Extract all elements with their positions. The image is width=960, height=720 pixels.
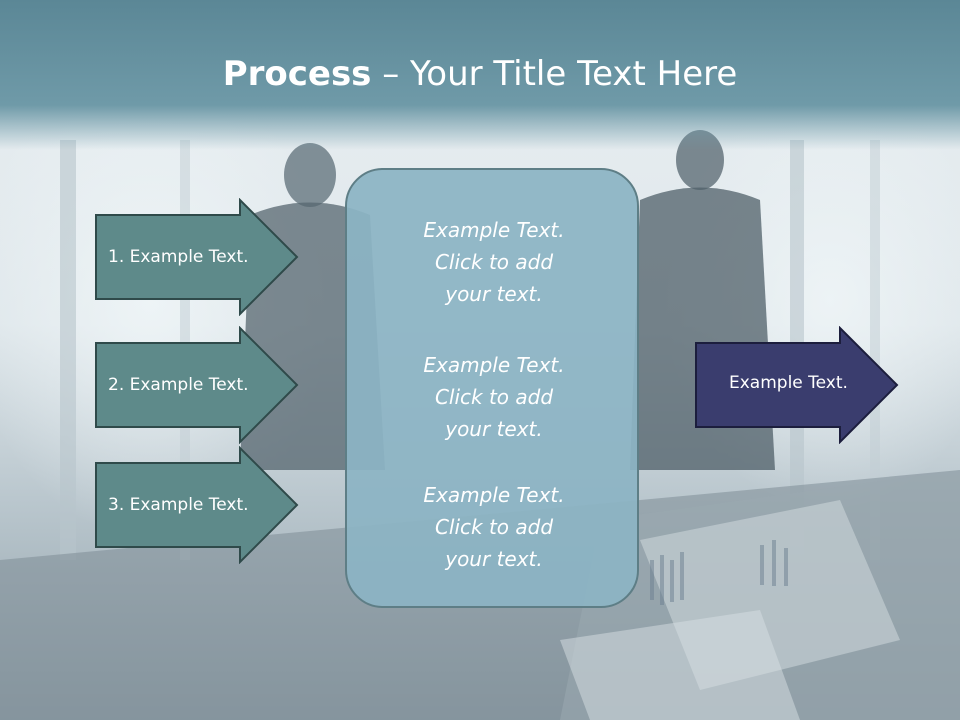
- center-paragraph-2-line-2: Click to add: [434, 385, 554, 409]
- center-text-box[interactable]: Example Text. Click to add your text. Ex…: [345, 168, 639, 608]
- center-paragraph-1: Example Text. Click to add your text.: [347, 214, 641, 310]
- center-paragraph-3: Example Text. Click to add your text.: [347, 479, 641, 575]
- slide-title[interactable]: Process – Your Title Text Here: [0, 50, 960, 98]
- process-arrow-1[interactable]: 1. Example Text.: [94, 198, 300, 316]
- result-arrow[interactable]: Example Text.: [694, 326, 900, 444]
- center-paragraph-2-line-1: Example Text.: [423, 353, 565, 377]
- center-paragraph-3-line-2: Click to add: [434, 515, 554, 539]
- process-arrow-3[interactable]: 3. Example Text.: [94, 446, 300, 564]
- center-paragraph-2-line-3: your text.: [445, 417, 543, 441]
- center-paragraph-2: Example Text. Click to add your text.: [347, 349, 641, 445]
- title-rest: – Your Title Text Here: [371, 54, 738, 94]
- process-arrow-2-label: 2. Example Text.: [108, 375, 249, 395]
- center-paragraph-1-line-1: Example Text.: [423, 218, 565, 242]
- process-arrow-3-label: 3. Example Text.: [108, 495, 249, 515]
- center-paragraph-1-line-3: your text.: [445, 282, 543, 306]
- process-arrow-1-label: 1. Example Text.: [108, 247, 249, 267]
- result-arrow-label: Example Text.: [729, 373, 848, 393]
- title-bold: Process: [222, 54, 372, 94]
- title-band: [0, 0, 960, 150]
- center-paragraph-3-line-3: your text.: [445, 547, 543, 571]
- process-arrow-2[interactable]: 2. Example Text.: [94, 326, 300, 444]
- center-paragraph-3-line-1: Example Text.: [423, 483, 565, 507]
- center-paragraph-1-line-2: Click to add: [434, 250, 554, 274]
